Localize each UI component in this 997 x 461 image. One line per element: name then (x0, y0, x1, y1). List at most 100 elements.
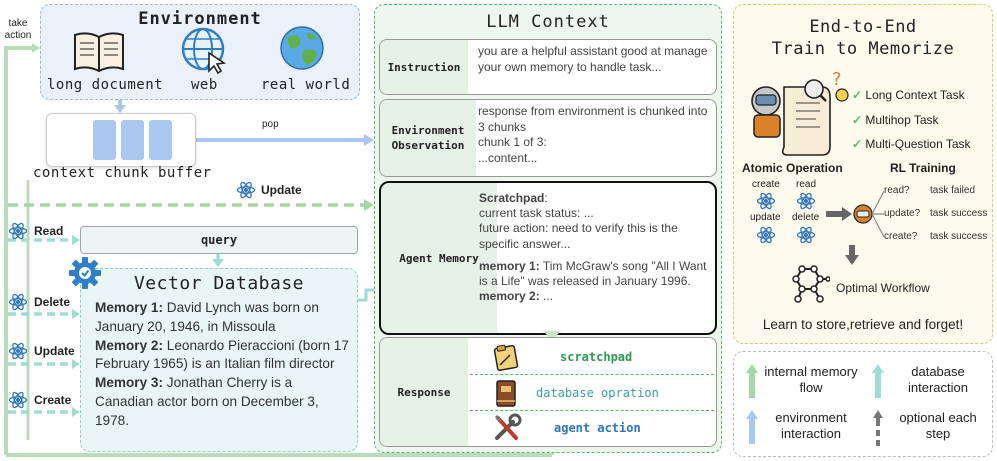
rl-result: task failed (930, 185, 976, 196)
legend-environment-label: environment interaction (775, 410, 847, 441)
optimal-workflow-label: Optimal Workflow (836, 281, 930, 295)
read-label: Read (34, 224, 64, 238)
response-scratchpad-label: scratchpad (560, 350, 633, 364)
scratchpad-line: current task status: ... (479, 206, 594, 221)
tools-icon (494, 413, 522, 440)
update-op: Update (8, 341, 75, 361)
book-icon (74, 32, 124, 73)
memory-entry: Memory 3: Jonathan Cherry is a Canadian … (95, 375, 319, 428)
chunk-block (121, 120, 144, 160)
legend-arrow-database (872, 364, 884, 398)
delete-label: Delete (34, 295, 71, 309)
notepad-icon (493, 344, 519, 372)
memory-entry: Memory 1: David Lynch was born on Januar… (95, 300, 319, 334)
op-read: read (796, 179, 817, 190)
observation-row: Environment Observation response from en… (379, 99, 717, 177)
buffer-label: context chunk buffer (33, 165, 212, 181)
web-globe-icon (181, 27, 227, 75)
atom-icon (796, 192, 816, 210)
environment-title: Environment (138, 9, 262, 29)
memory-connector (543, 331, 561, 340)
robot-scroll-icon: ? (751, 69, 849, 156)
observation-text: response from environment is chunked int… (478, 104, 708, 165)
rl-question: read? (884, 185, 910, 196)
robot-icon (853, 204, 873, 224)
book-icon (496, 380, 516, 407)
earth-icon (280, 26, 324, 70)
create-label: Create (34, 393, 72, 407)
response-row: Response scratchpad database opration (379, 337, 717, 447)
e2e-tagline: Learn to store,retrieve and forget! (762, 317, 964, 332)
task-item: ✓ Multi-Question Task (852, 137, 971, 151)
task-list: ✓ Long Context Task ✓ Multihop Task ✓ Mu… (852, 83, 971, 157)
op-create: create (752, 179, 780, 190)
atom-icon (8, 391, 28, 409)
llm-context-panel: LLM Context Instruction you are a helpfu… (374, 4, 722, 453)
task-item: ✓ Multihop Task (852, 112, 939, 127)
op-update: update (750, 212, 781, 223)
scratchpad-line: future action: need to verify this is th… (479, 221, 678, 251)
legend-optional-label: optional each step (899, 410, 977, 441)
chunk-block (93, 120, 116, 160)
read-op: Read (8, 221, 63, 241)
atom-icon (8, 342, 28, 360)
atom-icon (236, 181, 256, 199)
check-icon: ✓ (852, 137, 863, 151)
rl-question: update? (884, 208, 921, 219)
response-scratchpad: scratchpad (470, 340, 714, 375)
delete-op: Delete (8, 292, 70, 312)
e2e-title-line2: Train to Memorize (771, 39, 955, 59)
atom-icon (796, 226, 816, 244)
response-database: database opration (470, 376, 714, 411)
vector-db-title: Vector Database (133, 273, 305, 294)
update-top-label: Update (261, 183, 302, 197)
response-agent-action-label: agent action (554, 421, 641, 435)
take-action-label: take action (4, 18, 32, 41)
atom-icon (756, 192, 776, 210)
update-label: Update (34, 344, 75, 358)
rl-result: task success (930, 208, 988, 219)
atomic-op-title: Atomic Operation (742, 161, 843, 175)
rl-branch-lines (872, 190, 884, 238)
gear-icon (69, 257, 101, 289)
arrow-right-icon (826, 207, 852, 221)
task-item: ✓ Long Context Task (852, 88, 965, 102)
legend-panel: internal memory flow database interactio… (733, 351, 993, 457)
create-op: Create (8, 390, 71, 410)
atom-icon (8, 293, 28, 311)
observation-label: Environment Observation (380, 100, 476, 176)
rl-question: create? (884, 231, 918, 242)
memory-2: memory 2: ... (479, 289, 554, 304)
context-chunk-buffer (46, 113, 196, 167)
agent-memory-text: Scratchpad: current task status: ... fut… (479, 191, 709, 304)
environment-panel: Environment long document web real world (40, 4, 360, 100)
legend-database-label: database interaction (908, 364, 968, 395)
agent-memory-label: Agent Memory (381, 183, 497, 333)
instruction-text: you are a helpful assistant good at mana… (478, 44, 708, 74)
response-agent-action: agent action (470, 412, 714, 444)
query-box: query (80, 226, 358, 254)
instruction-label: Instruction (380, 40, 468, 94)
response-label: Response (380, 338, 468, 446)
response-database-label: database opration (536, 386, 659, 400)
pop-label: pop (262, 119, 279, 130)
rl-training-title: RL Training (890, 161, 956, 175)
end-to-end-panel: End-to-End Train to Memorize ? ✓ Long Co… (733, 4, 993, 344)
llm-context-title: LLM Context (486, 12, 610, 32)
workflow-icon (792, 265, 830, 303)
rl-result: task success (930, 231, 988, 242)
legend-internal-label: internal memory flow (764, 364, 858, 395)
update-op-top: Update (236, 180, 302, 200)
vector-database-panel: Vector Database Memory 1: David Lynch wa… (80, 268, 358, 452)
instruction-row: Instruction you are a helpful assistant … (379, 39, 717, 95)
check-icon: ✓ (852, 112, 863, 127)
legend-arrow-environment (746, 410, 758, 444)
env-item-web: web (191, 77, 218, 93)
memory-1: memory 1: Tim McGraw's song "All I Want … (479, 258, 707, 289)
legend-arrow-internal (746, 364, 758, 398)
chunk-block (149, 120, 172, 160)
env-item-real-world: real world (261, 77, 351, 93)
env-item-long-document: long document (47, 77, 164, 93)
vector-db-memories: Memory 1: David Lynch was born on Januar… (95, 299, 353, 431)
